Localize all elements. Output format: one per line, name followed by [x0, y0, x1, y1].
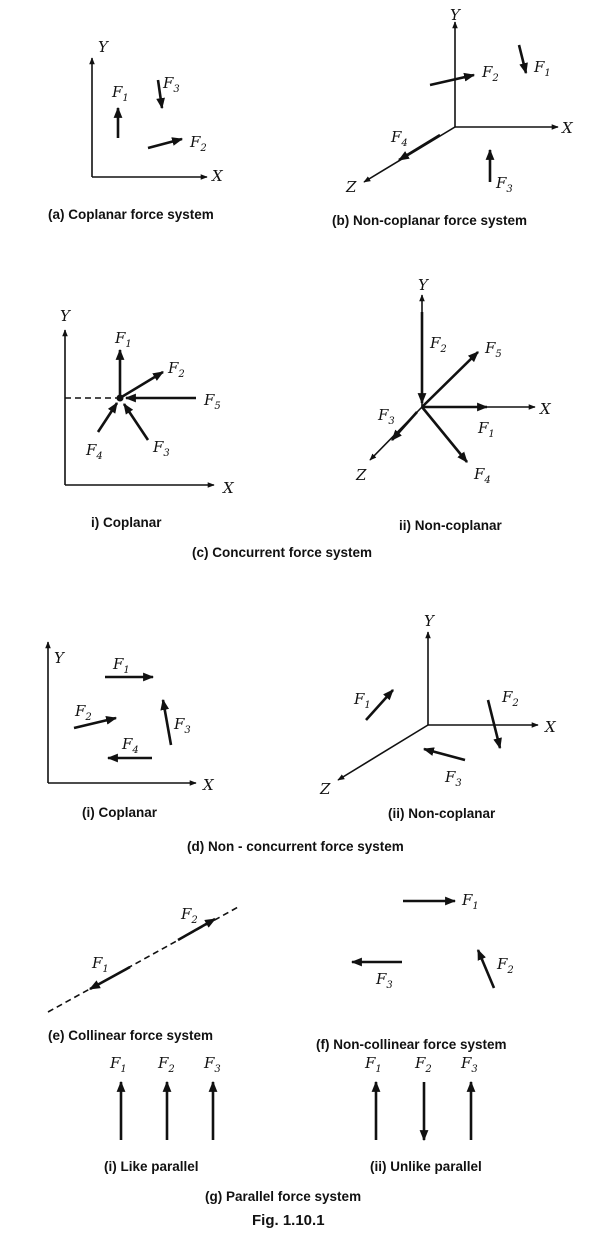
force-f1-arrow — [365, 689, 394, 721]
z-axis — [337, 724, 429, 781]
y-axis-label: Y — [54, 649, 66, 667]
caption-e: (e) Collinear force system — [48, 1028, 213, 1043]
y-axis-label: Y — [418, 276, 430, 294]
caption-b: (b) Non-coplanar force system — [332, 213, 527, 228]
x-axis-label: X — [222, 479, 235, 497]
force-f3-label: F3 — [375, 970, 393, 991]
force-f3-arrow — [422, 747, 466, 762]
force-f1-arrow — [89, 965, 131, 991]
panel-f: F1 F3 F2 (f) Non-collinear force system — [316, 891, 514, 1052]
force-f3-label: F3 — [162, 74, 180, 95]
force-f3-label: F3 — [152, 438, 170, 459]
caption-c-ii: ii) Non-coplanar — [399, 518, 502, 533]
force-f5-label: F5 — [203, 391, 221, 412]
force-f2-arrow — [476, 948, 496, 989]
panel-c-ii: Y X Z F2 F5 F1 F4 F3 ii) Non-coplanar — [355, 276, 552, 533]
z-axis-label: Z — [319, 780, 331, 798]
force-f1-arrow — [517, 44, 528, 75]
y-axis-label: Y — [424, 612, 436, 630]
force-f1-label: F1 — [114, 329, 132, 350]
force-f2-label: F2 — [180, 905, 198, 926]
x-axis-label: X — [202, 776, 215, 794]
force-f3-label: F3 — [444, 768, 462, 789]
force-f3-arrow — [391, 411, 418, 441]
force-f2-arrow — [73, 716, 118, 730]
force-f4-label: F4 — [121, 735, 139, 756]
caption-g: (g) Parallel force system — [205, 1189, 361, 1204]
force-f4-label: F4 — [85, 441, 103, 462]
force-f2-arrow — [177, 917, 216, 942]
force-f4-arrow — [420, 406, 469, 463]
force-f3-arrow — [160, 698, 173, 746]
force-f1-label: F1 — [112, 655, 130, 676]
force-f2-label: F2 — [189, 133, 207, 154]
force-f2-label: F2 — [414, 1054, 432, 1075]
force-f4-label: F4 — [473, 465, 491, 486]
force-f2-arrow — [147, 137, 184, 150]
force-f3-label: F3 — [460, 1054, 478, 1075]
caption-a: (a) Coplanar force system — [48, 207, 214, 222]
x-axis-label: X — [211, 167, 224, 185]
x-axis-label: X — [544, 718, 557, 736]
force-f3-arrow — [122, 403, 150, 441]
caption-d: (d) Non - concurrent force system — [187, 839, 404, 854]
force-f1-label: F1 — [109, 1054, 127, 1075]
force-f3-label: F3 — [203, 1054, 221, 1075]
force-f5-arrow — [421, 351, 479, 408]
force-f3-label: F3 — [173, 715, 191, 736]
force-f2-label: F2 — [74, 702, 92, 723]
force-f2-label: F2 — [157, 1054, 175, 1075]
panel-g-i: F1 F2 F3 (i) Like parallel — [104, 1054, 221, 1174]
panel-a: Y X F1 F3 F2 (a) Coplanar force system — [48, 38, 224, 222]
caption-g-ii: (ii) Unlike parallel — [370, 1159, 482, 1174]
force-f1-label: F1 — [353, 690, 371, 711]
caption-d-ii: (ii) Non-coplanar — [388, 806, 496, 821]
force-f1-label: F1 — [91, 954, 109, 975]
caption-d-i: (i) Coplanar — [82, 805, 158, 820]
force-f1-label: F1 — [111, 83, 129, 104]
caption-c-i: i) Coplanar — [91, 515, 162, 530]
panel-e: F2 F1 (e) Collinear force system — [47, 905, 241, 1043]
force-f3-label: F3 — [495, 174, 513, 195]
y-axis-label: Y — [450, 6, 462, 24]
force-f2-arrow — [429, 72, 476, 87]
force-f4-arrow — [398, 133, 441, 162]
y-axis-label: Y — [98, 38, 110, 56]
panel-d-ii: Y X Z F1 F2 F3 (ii) Non-coplanar — [319, 612, 557, 821]
z-axis-label: Z — [345, 178, 357, 196]
force-f2-label: F2 — [429, 334, 447, 355]
force-f2-arrow — [119, 370, 164, 400]
force-f1-label: F1 — [461, 891, 479, 912]
panel-b: Y X Z F2 F1 F4 F3 (b) Non-coplanar force… — [332, 6, 574, 228]
force-f3-label: F3 — [377, 406, 395, 427]
force-f1-label: F1 — [533, 58, 551, 79]
y-axis-label: Y — [60, 307, 72, 325]
panel-g-ii: F1 F2 F3 (ii) Unlike parallel — [364, 1054, 482, 1174]
force-f2-label: F2 — [481, 63, 499, 84]
caption-f: (f) Non-collinear force system — [316, 1037, 507, 1052]
force-f2-arrow — [486, 699, 502, 750]
force-f1-label: F1 — [364, 1054, 382, 1075]
x-axis-label: X — [539, 400, 552, 418]
x-axis-label: X — [561, 119, 574, 137]
caption-c: (c) Concurrent force system — [192, 545, 372, 560]
force-f3-arrow — [156, 79, 165, 110]
z-axis-label: Z — [355, 466, 367, 484]
force-f4-label: F4 — [390, 128, 408, 149]
figure-label: Fig. 1.10.1 — [252, 1212, 325, 1229]
force-f4-arrow — [96, 402, 119, 433]
force-f2-label: F2 — [501, 688, 519, 709]
force-f2-label: F2 — [496, 955, 514, 976]
caption-g-i: (i) Like parallel — [104, 1159, 199, 1174]
force-f1-label: F1 — [477, 419, 495, 440]
panel-c-i: Y X F1 F2 F5 F4 F3 i) Coplanar — [60, 307, 235, 530]
panel-d-i: Y X F1 F2 F3 F4 (i) Coplanar — [45, 641, 215, 820]
force-f5-label: F5 — [484, 339, 502, 360]
force-f2-label: F2 — [167, 359, 185, 380]
